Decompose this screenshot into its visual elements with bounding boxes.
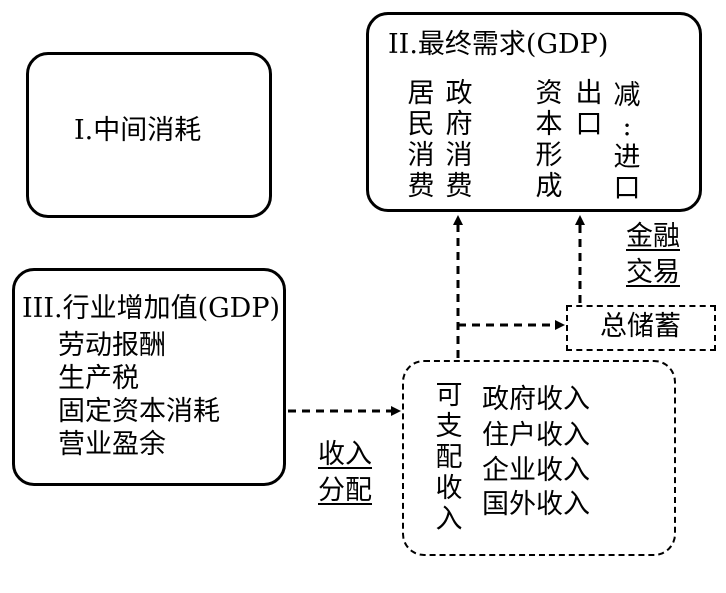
disposable-char-1: 可 <box>435 380 463 411</box>
disposable-income-item: 政府收入 <box>482 384 590 415</box>
value-added-item: 固定资本消耗 <box>58 396 220 427</box>
value-added-item: 生产税 <box>58 363 139 394</box>
intermediate-consumption-box <box>26 52 272 218</box>
minus-import-char-3: 进 <box>613 142 641 173</box>
disposable-char-2: 支 <box>435 411 463 442</box>
value-added-title: III.行业增加值(GDP) <box>22 293 281 324</box>
value-added-box <box>12 268 286 486</box>
government-char-3: 消 <box>445 140 473 171</box>
disposable-income-box <box>402 360 676 556</box>
government-char-2: 府 <box>445 109 473 140</box>
financial-transactions-label-line-2: 交易 <box>626 257 680 288</box>
capital-char-4: 成 <box>535 171 563 202</box>
minus-import-char-4: 口 <box>613 173 641 204</box>
government-char-1: 政 <box>445 78 473 109</box>
total-savings-label: 总储蓄 <box>600 311 681 342</box>
capital-char-3: 形 <box>535 140 563 171</box>
financial-transactions-label-line-1: 金融 <box>626 221 680 252</box>
income-distribution-label-line-1: 收入 <box>318 439 372 470</box>
household-char-3: 消 <box>407 140 435 171</box>
capital-char-2: 本 <box>535 109 563 140</box>
disposable-char-4: 收 <box>435 473 463 504</box>
value-added-item: 营业盈余 <box>58 429 166 460</box>
intermediate-consumption-title: I.中间消耗 <box>74 115 202 146</box>
income-distribution-label-line-2: 分配 <box>318 475 372 506</box>
minus-import-char-1: 减 <box>613 80 641 111</box>
disposable-income-item: 企业收入 <box>482 455 590 486</box>
total-savings-box <box>566 305 716 351</box>
minus-import-char-2: : <box>622 111 632 142</box>
household-char-1: 居 <box>407 78 435 109</box>
household-char-2: 民 <box>407 109 435 140</box>
value-added-item: 劳动报酬 <box>58 330 166 361</box>
disposable-income-item: 住户收入 <box>482 420 590 451</box>
disposable-income-item: 国外收入 <box>482 489 590 520</box>
export-char-2: 口 <box>575 109 603 140</box>
disposable-char-5: 入 <box>435 504 463 535</box>
disposable-char-3: 配 <box>435 442 463 473</box>
government-char-4: 费 <box>445 171 473 202</box>
final-demand-box <box>366 12 702 212</box>
household-char-4: 费 <box>407 171 435 202</box>
export-char-1: 出 <box>575 78 603 109</box>
capital-char-1: 资 <box>535 78 563 109</box>
final-demand-title: II.最终需求(GDP) <box>388 29 609 60</box>
